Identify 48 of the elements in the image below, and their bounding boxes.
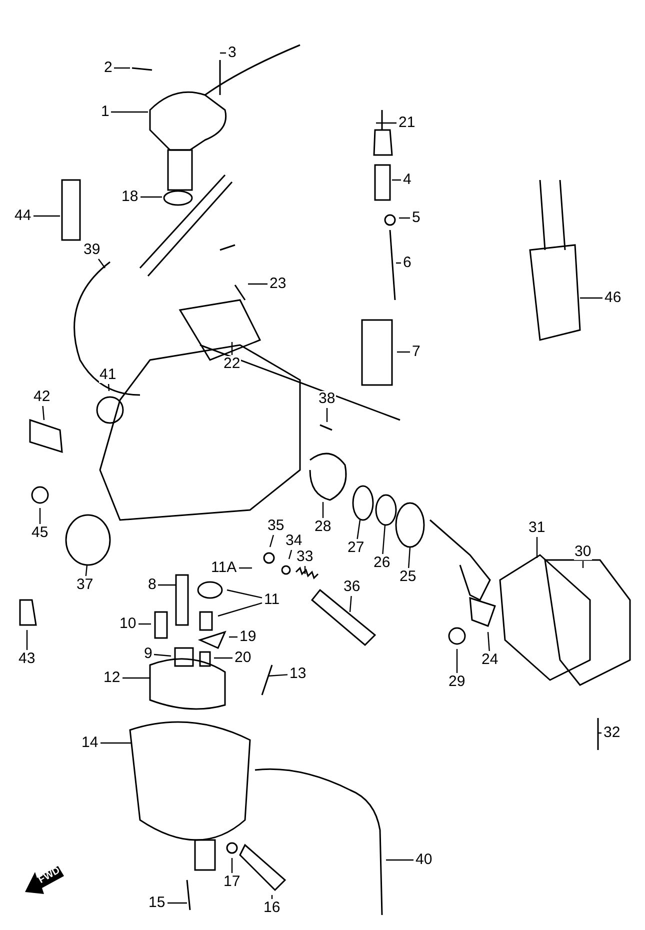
leader-line: [397, 351, 410, 353]
leader-line: [580, 297, 602, 299]
leader-line: [269, 534, 274, 548]
leader-line: [408, 546, 411, 568]
callout-number: 30: [574, 544, 592, 560]
leader-line: [456, 649, 458, 673]
leader-line: [168, 902, 187, 904]
leader-line: [231, 342, 233, 355]
leader-line: [248, 283, 268, 285]
leader-line: [100, 742, 132, 744]
leader-line: [231, 858, 233, 873]
leader-line: [140, 196, 162, 198]
leader-line: [386, 859, 414, 861]
leader-line: [322, 502, 324, 518]
leader-line: [376, 122, 396, 124]
leader-line: [392, 179, 401, 181]
leader-line: [349, 596, 352, 612]
leader-line: [598, 732, 602, 734]
leader-line: [382, 524, 386, 554]
leader-line: [154, 654, 172, 657]
leader-line: [122, 677, 150, 679]
leader-line: [108, 384, 110, 392]
leader-line: [214, 657, 232, 659]
leader-line: [288, 550, 292, 560]
leader-line: [239, 567, 252, 569]
leader-line: [138, 623, 151, 625]
leader-line: [536, 537, 538, 558]
leader-line: [39, 508, 41, 524]
leader-line: [226, 589, 262, 598]
direction-label: FWD: [36, 865, 62, 886]
leader-line: [326, 408, 328, 422]
leader-line: [396, 262, 401, 264]
leader-line: [34, 215, 60, 217]
leader-line: [158, 584, 176, 586]
leader-line: [85, 564, 88, 576]
leader-line: [220, 52, 226, 54]
leader-line: [42, 406, 45, 420]
leader-line: [229, 636, 238, 638]
leader-line: [111, 111, 148, 113]
leader-line: [114, 67, 130, 69]
leader-line: [98, 258, 106, 268]
leader-line: [399, 217, 410, 219]
leader-line: [356, 520, 361, 540]
leader-line: [271, 895, 273, 899]
callout-number: 41: [98, 367, 118, 383]
leader-line: [218, 602, 262, 617]
leader-line: [268, 674, 288, 677]
leader-line: [487, 632, 490, 652]
